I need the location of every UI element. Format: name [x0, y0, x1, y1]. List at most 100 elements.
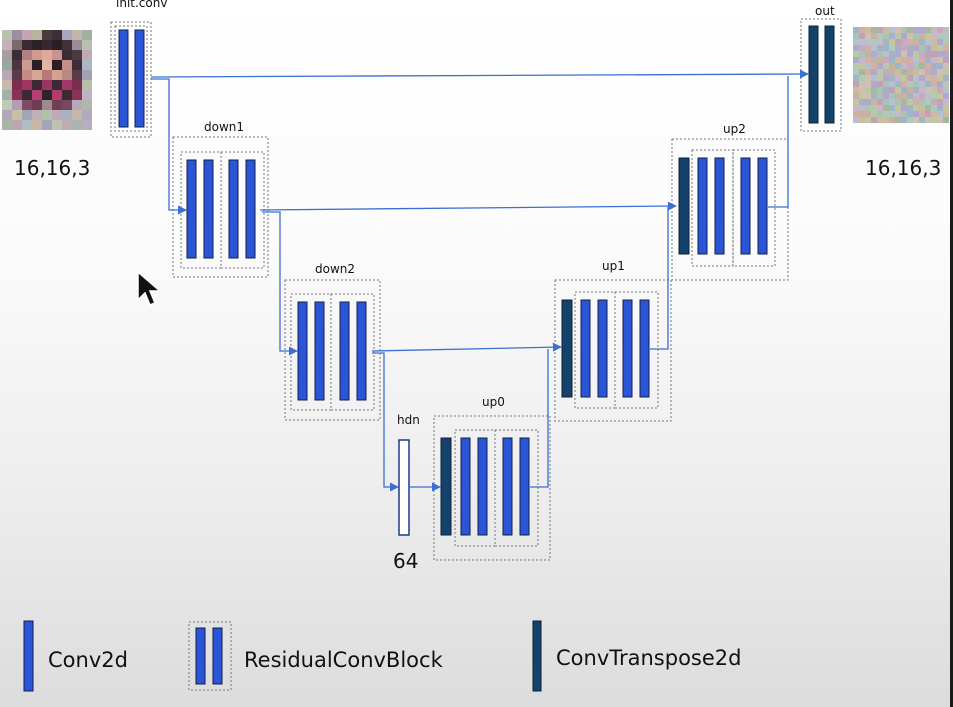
output-image-pixel	[925, 45, 931, 51]
output-image-pixel	[907, 105, 913, 111]
arrow-up0-to-up1	[530, 349, 549, 488]
up0-bar-1	[460, 437, 471, 536]
output-image-pixel	[889, 99, 895, 105]
up0-transpose-bar	[440, 437, 452, 536]
output-image-pixel	[943, 57, 949, 63]
output-image-pixel	[871, 105, 877, 111]
output-image-pixel	[865, 105, 871, 111]
output-image-pixel	[907, 39, 913, 45]
output-image-pixel	[889, 45, 895, 51]
output-image-pixel	[931, 81, 937, 87]
legend-residual-icon-bar-2	[212, 627, 223, 685]
output-image-pixel	[871, 69, 877, 75]
up1-residual-2	[614, 291, 659, 409]
output-image-pixel	[931, 45, 937, 51]
output-image-pixel	[925, 51, 931, 57]
output-image-pixel	[883, 27, 889, 33]
output-image-pixel	[901, 93, 907, 99]
up1-transpose-bar	[561, 299, 573, 398]
hidden-size-label: 64	[393, 549, 418, 573]
output-image-pixel	[919, 27, 925, 33]
output-image-pixel	[883, 69, 889, 75]
output-image-pixel	[895, 39, 901, 45]
output-image-pixel	[865, 99, 871, 105]
output-image-pixel	[901, 39, 907, 45]
output-image-pixel	[883, 87, 889, 93]
output-image-pixel	[937, 33, 943, 39]
output-image-pixel	[925, 117, 931, 123]
output-image-pixel	[913, 75, 919, 81]
output-image-pixel	[895, 27, 901, 33]
down2-box	[284, 279, 381, 421]
up0-bar-4	[519, 437, 530, 536]
output-image-pixel	[859, 63, 865, 69]
output-image-pixel	[895, 63, 901, 69]
init-conv-bar-2	[134, 29, 145, 128]
output-image-pixel	[895, 99, 901, 105]
init-conv-bar-1	[118, 29, 129, 128]
output-image-pixel	[913, 81, 919, 87]
hdn-bar	[398, 439, 410, 536]
output-image-pixel	[907, 117, 913, 123]
output-image-pixel	[925, 99, 931, 105]
output-image-pixel	[889, 105, 895, 111]
output-image-pixel	[901, 99, 907, 105]
output-image-pixel	[877, 81, 883, 87]
out-box	[800, 18, 842, 132]
output-image-pixel	[883, 93, 889, 99]
output-image-pixel	[943, 99, 949, 105]
up2-residual-1	[691, 149, 734, 267]
down2-bar-1	[297, 301, 308, 401]
output-image-pixel	[877, 69, 883, 75]
output-image-pixel	[865, 51, 871, 57]
output-image-pixel	[913, 93, 919, 99]
up1-bar-4	[639, 299, 650, 398]
output-image-pixel	[877, 39, 883, 45]
output-image-pixel	[919, 117, 925, 123]
output-image-pixel	[883, 39, 889, 45]
output-image-pixel	[907, 63, 913, 69]
output-image-pixel	[895, 87, 901, 93]
down2-residual-1	[290, 293, 332, 411]
output-image-pixel	[889, 33, 895, 39]
output-image-pixel	[859, 111, 865, 117]
output-image-pixel	[931, 75, 937, 81]
output-image-pixel	[871, 27, 877, 33]
output-image-pixel	[865, 45, 871, 51]
output-image-pixel	[859, 27, 865, 33]
arrow-up1-to-up2	[650, 207, 669, 350]
output-image-pixel	[883, 51, 889, 57]
output-image	[853, 27, 949, 123]
output-image-pixel	[883, 33, 889, 39]
output-image-pixel	[937, 39, 943, 45]
down1-residual-2	[220, 151, 265, 269]
output-image-pixel	[889, 81, 895, 87]
up2-residual-2	[732, 149, 776, 267]
up2-bar-1	[697, 157, 708, 255]
output-image-pixel	[931, 27, 937, 33]
output-image-pixel	[931, 51, 937, 57]
output-image-pixel	[901, 105, 907, 111]
output-image-pixel	[865, 117, 871, 123]
output-image-pixel	[913, 51, 919, 57]
up1-box	[554, 279, 672, 422]
output-image-pixel	[919, 63, 925, 69]
output-image-pixel	[901, 63, 907, 69]
output-image-pixel	[937, 117, 943, 123]
output-image-pixel	[907, 45, 913, 51]
output-image-pixel	[901, 87, 907, 93]
output-image-pixel	[913, 117, 919, 123]
up0-bar-3	[502, 437, 513, 536]
output-image-pixel	[937, 69, 943, 75]
output-image-pixel	[925, 105, 931, 111]
output-image-pixel	[919, 57, 925, 63]
output-image-pixel	[943, 39, 949, 45]
output-image-pixel	[865, 69, 871, 75]
output-image-pixel	[937, 81, 943, 87]
output-image-pixel	[931, 87, 937, 93]
output-image-pixel	[907, 75, 913, 81]
output-image-pixel	[859, 75, 865, 81]
output-image-pixel	[943, 117, 949, 123]
up1-bar-3	[622, 299, 633, 398]
